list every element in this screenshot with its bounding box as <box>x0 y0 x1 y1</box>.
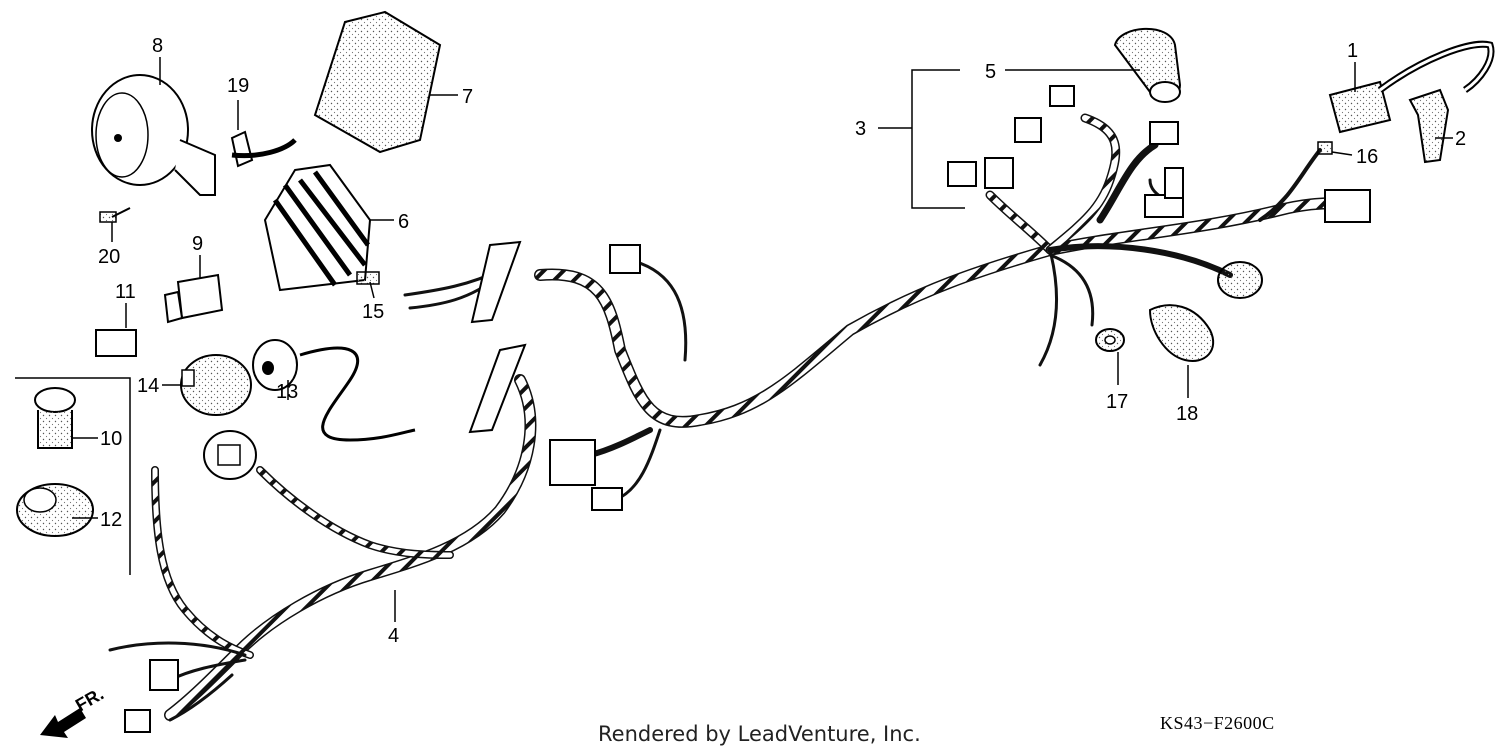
callout-14: 14 <box>137 375 159 397</box>
horn <box>91 74 216 196</box>
callout-4: 4 <box>388 625 399 647</box>
callout-10: 10 <box>100 428 122 450</box>
callout-8: 8 <box>152 35 163 57</box>
harness-connectors <box>124 85 1371 733</box>
diagram-code: KS43−F2600C <box>1160 713 1275 733</box>
rubber-mount-14 <box>180 354 252 416</box>
regulator-rectifier <box>263 163 372 292</box>
relay <box>163 273 224 324</box>
callout-5: 5 <box>985 61 996 83</box>
switch-10 <box>34 387 76 449</box>
callout-labels: 1 2 3 4 5 6 7 8 9 10 11 12 13 14 15 16 1… <box>98 35 1466 647</box>
callout-17: 17 <box>1106 391 1128 413</box>
callout-15: 15 <box>362 301 384 323</box>
bolt-16 <box>1317 141 1333 155</box>
callout-19: 19 <box>227 75 249 97</box>
footer-credit: Rendered by LeadVenture, Inc. <box>598 722 921 746</box>
rubber-boot <box>1113 27 1182 103</box>
callout-13: 13 <box>276 381 298 403</box>
socket <box>203 430 257 480</box>
callout-12: 12 <box>100 509 122 531</box>
callout-3: 3 <box>855 118 866 140</box>
round-connector <box>1217 261 1263 299</box>
bolt-20 <box>99 207 131 223</box>
clamp <box>230 130 297 168</box>
sub-wire-harness <box>108 374 537 722</box>
switch-13 <box>252 339 416 442</box>
callout-20: 20 <box>98 246 120 268</box>
callout-7: 7 <box>462 86 473 108</box>
control-unit <box>313 10 442 154</box>
bolt-15 <box>356 271 380 285</box>
spark-plug-cap <box>1408 88 1450 164</box>
main-wire-harness <box>403 113 1366 502</box>
callout-16: 16 <box>1356 146 1378 168</box>
ignition-coil <box>1328 40 1495 134</box>
rubber-ring-12 <box>16 483 94 537</box>
callout-18: 18 <box>1176 403 1198 425</box>
multi-pin-connectors <box>468 240 527 434</box>
harness-band <box>1148 304 1215 362</box>
callout-1: 1 <box>1347 40 1358 62</box>
connector-11 <box>95 329 137 357</box>
leader-lines <box>15 57 1453 622</box>
grommet <box>1095 328 1125 352</box>
callout-11: 11 <box>115 281 136 303</box>
front-direction-arrow: FR. <box>40 684 107 738</box>
callout-2: 2 <box>1455 128 1466 150</box>
callout-6: 6 <box>398 211 409 233</box>
callout-9: 9 <box>192 233 203 255</box>
